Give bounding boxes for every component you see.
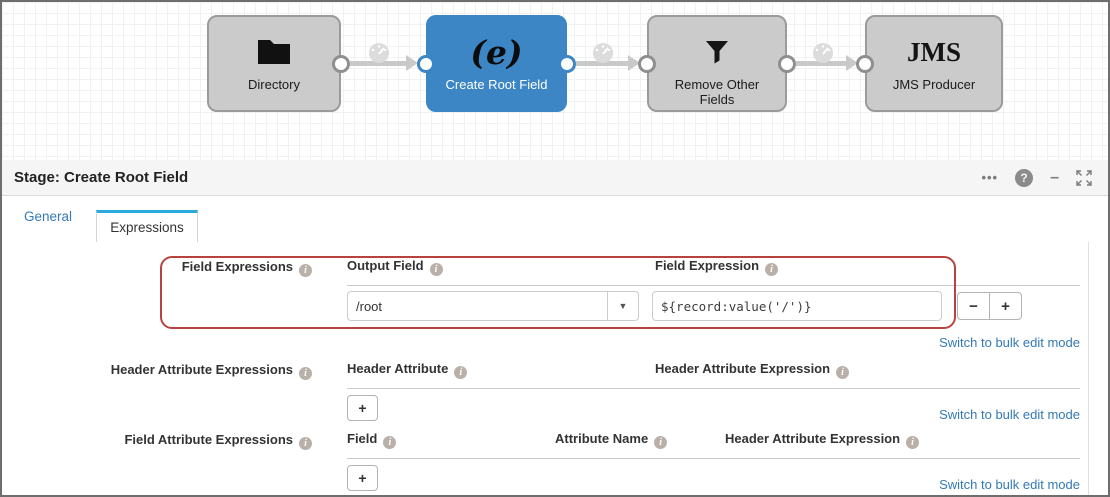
stage-panel-title: Stage: Create Root Field bbox=[14, 169, 189, 186]
output-port[interactable] bbox=[332, 55, 350, 73]
funnel-icon bbox=[704, 29, 730, 75]
metrics-gauge-icon bbox=[369, 43, 389, 63]
info-icon[interactable]: i bbox=[299, 437, 312, 450]
header-attribute-expressions-section: Header Attribute Expressions i Header Att… bbox=[2, 361, 1108, 422]
field-expressions-label: Field Expressions bbox=[181, 259, 293, 274]
maximize-icon[interactable] bbox=[1076, 169, 1092, 186]
stage-node-remove-other-fields[interactable]: Remove Other Fields bbox=[647, 15, 787, 112]
panel-edge-divider bbox=[1088, 242, 1089, 495]
bulk-edit-link[interactable]: Switch to bulk edit mode bbox=[939, 477, 1080, 492]
field-expressions-section: Field Expressions i Output Field i Field E… bbox=[2, 258, 1108, 350]
output-field-input[interactable] bbox=[347, 291, 608, 321]
jms-icon: JMS bbox=[907, 36, 961, 67]
stage-node-label: JMS Producer bbox=[892, 77, 976, 92]
output-field-dropdown-button[interactable]: ▼ bbox=[607, 291, 639, 321]
minimize-icon[interactable]: – bbox=[1050, 168, 1059, 186]
header-attribute-expression-header: Header Attribute Expression bbox=[655, 361, 831, 376]
expression-evaluator-icon: (e) bbox=[470, 32, 523, 72]
output-port[interactable] bbox=[558, 55, 576, 73]
remove-expression-button[interactable]: − bbox=[957, 292, 990, 320]
output-port[interactable] bbox=[778, 55, 796, 73]
info-icon[interactable]: i bbox=[836, 366, 850, 379]
pipeline-edge bbox=[576, 61, 632, 66]
edge-arrowhead-icon bbox=[628, 55, 640, 71]
edge-arrowhead-icon bbox=[406, 55, 418, 71]
field-header: Field bbox=[347, 431, 378, 446]
info-icon[interactable]: i bbox=[765, 263, 779, 276]
metrics-gauge-icon bbox=[593, 43, 613, 63]
info-icon[interactable]: i bbox=[454, 366, 468, 379]
edge-arrowhead-icon bbox=[846, 55, 858, 71]
input-port[interactable] bbox=[856, 55, 874, 73]
pipeline-edge bbox=[350, 61, 408, 66]
stage-panel-header: Stage: Create Root Field ••• ? – bbox=[2, 160, 1108, 196]
pipeline-edge bbox=[796, 61, 850, 66]
info-icon[interactable]: i bbox=[299, 367, 312, 380]
field-attribute-expressions-label: Field Attribute Expressions bbox=[124, 432, 293, 447]
info-icon[interactable]: i bbox=[654, 436, 668, 449]
add-field-attribute-button[interactable]: + bbox=[347, 465, 378, 491]
bulk-edit-link[interactable]: Switch to bulk edit mode bbox=[939, 407, 1080, 422]
tab-expressions[interactable]: Expressions bbox=[96, 210, 198, 242]
header-attribute-expressions-label: Header Attribute Expressions bbox=[110, 362, 293, 377]
input-port[interactable] bbox=[638, 55, 656, 73]
more-options-icon[interactable]: ••• bbox=[981, 169, 999, 185]
add-expression-button[interactable]: + bbox=[989, 292, 1022, 320]
input-port[interactable] bbox=[417, 55, 435, 73]
metrics-gauge-icon bbox=[813, 43, 833, 63]
output-field-header: Output Field bbox=[347, 258, 424, 273]
stage-node-jms-producer[interactable]: JMS JMS Producer bbox=[865, 15, 1003, 112]
stage-node-label: Remove Other Fields bbox=[674, 77, 760, 107]
stage-node-label: Create Root Field bbox=[445, 77, 548, 92]
attribute-name-header: Attribute Name bbox=[555, 431, 649, 446]
bulk-edit-link[interactable]: Switch to bulk edit mode bbox=[939, 335, 1080, 350]
add-header-attribute-button[interactable]: + bbox=[347, 395, 378, 421]
chevron-down-icon: ▼ bbox=[618, 301, 628, 311]
info-icon[interactable]: i bbox=[383, 436, 397, 449]
field-expression-header: Field Expression bbox=[655, 258, 760, 273]
expressions-form: Field Expressions i Output Field i Field E… bbox=[2, 242, 1108, 492]
header-attribute-header: Header Attribute bbox=[347, 361, 449, 376]
stage-node-create-root-field[interactable]: (e) Create Root Field bbox=[426, 15, 567, 112]
info-icon[interactable]: i bbox=[429, 263, 443, 276]
help-icon[interactable]: ? bbox=[1015, 168, 1034, 187]
info-icon[interactable]: i bbox=[299, 264, 312, 277]
pipeline-canvas[interactable]: Directory (e) Create Root Field Remove O… bbox=[2, 2, 1108, 161]
header-attribute-expression-header: Header Attribute Expression bbox=[725, 431, 901, 446]
stage-config-tabs: General Expressions bbox=[2, 196, 1108, 242]
stage-node-directory[interactable]: Directory bbox=[207, 15, 341, 112]
tab-general[interactable]: General bbox=[24, 209, 73, 224]
field-expression-input[interactable] bbox=[652, 291, 942, 321]
stage-node-label: Directory bbox=[247, 77, 300, 92]
folder-icon bbox=[256, 29, 292, 75]
info-icon[interactable]: i bbox=[906, 436, 920, 449]
